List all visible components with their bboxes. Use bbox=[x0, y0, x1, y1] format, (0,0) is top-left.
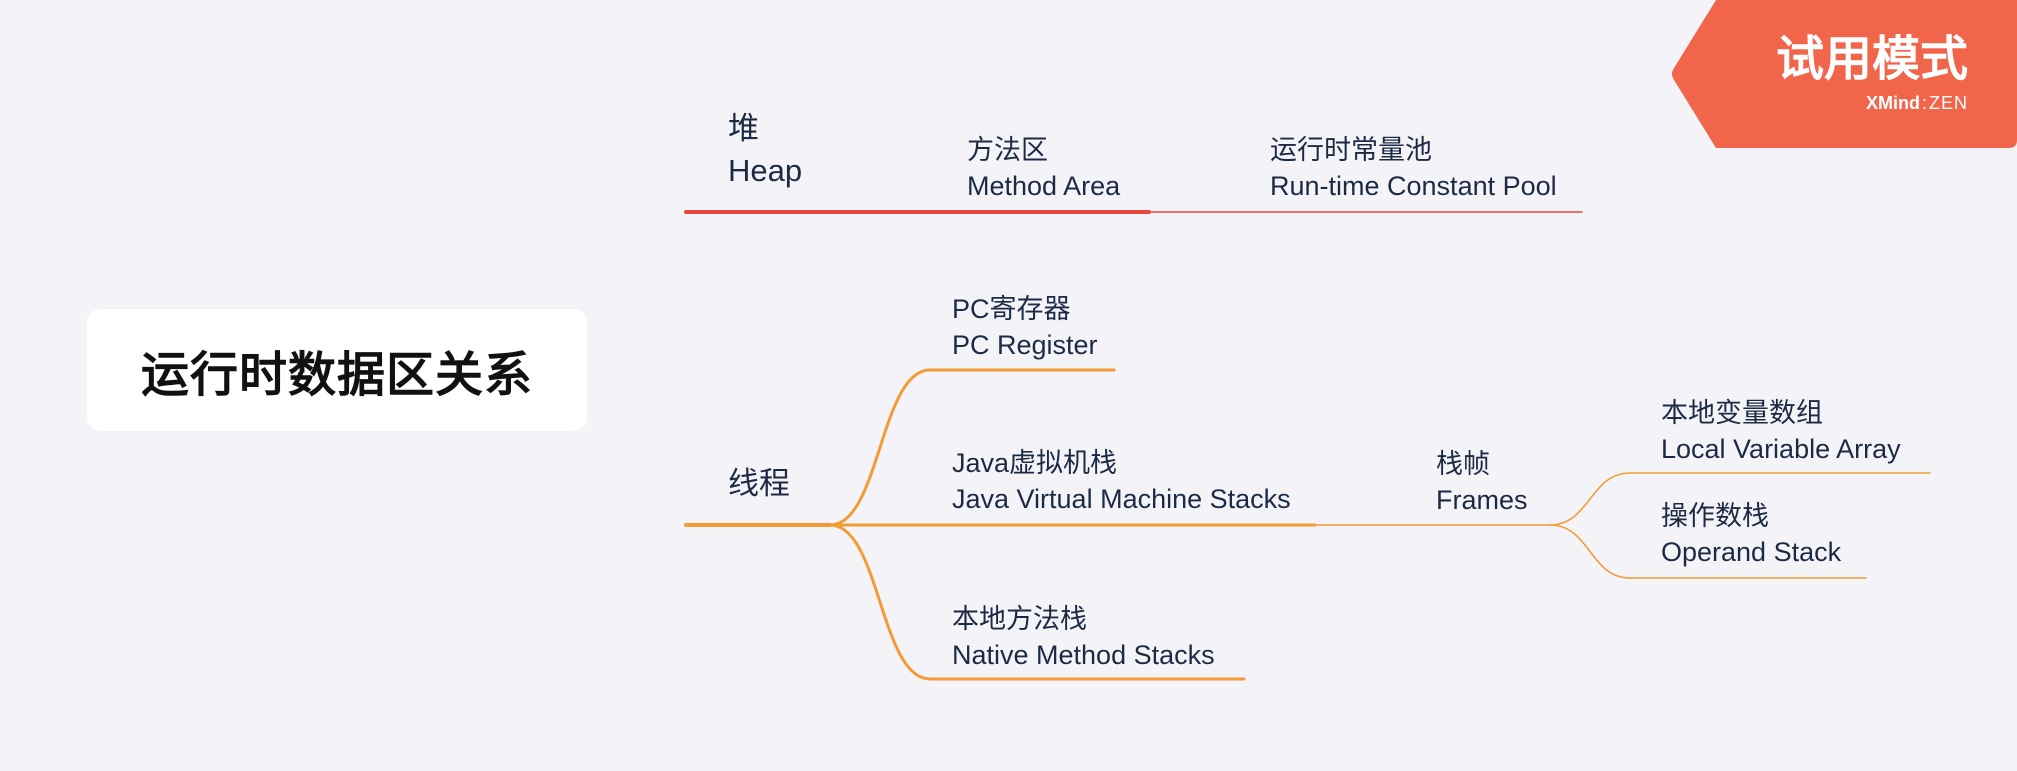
xmind-brand-text: XMind bbox=[1865, 93, 1920, 113]
topic-jvm-stacks-label-en: Java Virtual Machine Stacks bbox=[952, 484, 1291, 514]
topic-method-area-label-en: Method Area bbox=[967, 171, 1121, 201]
topic-constant-pool-label-zh: 运行时常量池 bbox=[1270, 135, 1432, 165]
central-topic[interactable]: 运行时数据区关系 bbox=[87, 309, 587, 431]
trial-mode-badge[interactable]: 试用模式 XMind:ZEN bbox=[1668, 0, 2017, 150]
topic-heap[interactable]: 堆 Heap bbox=[728, 108, 802, 192]
topic-jvm-stacks-label-zh: Java虚拟机栈 bbox=[952, 448, 1118, 478]
topic-heap-label-en: Heap bbox=[728, 153, 803, 188]
topic-constant-pool[interactable]: 运行时常量池 Run-time Constant Pool bbox=[1270, 132, 1557, 204]
topic-method-area-label-zh: 方法区 bbox=[967, 135, 1048, 165]
topic-local-variable-array[interactable]: 本地变量数组 Local Variable Array bbox=[1661, 395, 1901, 467]
topic-thread-label: 线程 bbox=[728, 466, 790, 501]
topic-operand-stack[interactable]: 操作数栈 Operand Stack bbox=[1661, 498, 1841, 570]
topic-jvm-stacks[interactable]: Java虚拟机栈 Java Virtual Machine Stacks bbox=[952, 445, 1291, 517]
topic-constant-pool-label-en: Run-time Constant Pool bbox=[1270, 171, 1557, 201]
topic-frames-label-en: Frames bbox=[1436, 485, 1528, 515]
topic-native-stacks-label-en: Native Method Stacks bbox=[952, 640, 1215, 670]
central-topic-label: 运行时数据区关系 bbox=[140, 349, 533, 402]
topic-pc-register[interactable]: PC寄存器 PC Register bbox=[952, 291, 1098, 363]
native-stacks-connector bbox=[828, 523, 1246, 681]
topic-thread[interactable]: 线程 bbox=[728, 463, 790, 505]
operand-stack-connector bbox=[1549, 524, 1867, 579]
trial-mode-title: 试用模式 bbox=[1775, 33, 1968, 86]
local-variable-array-connector bbox=[1549, 472, 1931, 526]
topic-native-stacks-label-zh: 本地方法栈 bbox=[952, 604, 1087, 634]
topic-operand-stack-label-zh: 操作数栈 bbox=[1661, 501, 1769, 531]
topic-method-area[interactable]: 方法区 Method Area bbox=[967, 132, 1120, 204]
trial-mode-badge-background bbox=[1672, 0, 2017, 148]
xmind-edition-text: ZEN bbox=[1929, 93, 1968, 113]
topic-frames-label-zh: 栈帧 bbox=[1436, 449, 1490, 479]
topic-local-variable-array-label-en: Local Variable Array bbox=[1661, 434, 1901, 464]
pc-register-connector bbox=[828, 368, 1116, 527]
topic-frames[interactable]: 栈帧 Frames bbox=[1436, 446, 1528, 518]
topic-pc-register-label-en: PC Register bbox=[952, 330, 1098, 360]
topic-native-stacks[interactable]: 本地方法栈 Native Method Stacks bbox=[952, 601, 1215, 673]
trial-mode-badge-shape bbox=[1672, 0, 2017, 148]
xmind-zen-logo: XMind:ZEN bbox=[1866, 93, 1968, 113]
topic-local-variable-array-label-zh: 本地变量数组 bbox=[1661, 398, 1823, 428]
topic-heap-label-zh: 堆 bbox=[728, 111, 759, 146]
xmind-brand-separator: : bbox=[1921, 93, 1927, 113]
topic-pc-register-label-zh: PC寄存器 bbox=[952, 294, 1071, 324]
topic-operand-stack-label-en: Operand Stack bbox=[1661, 537, 1842, 567]
